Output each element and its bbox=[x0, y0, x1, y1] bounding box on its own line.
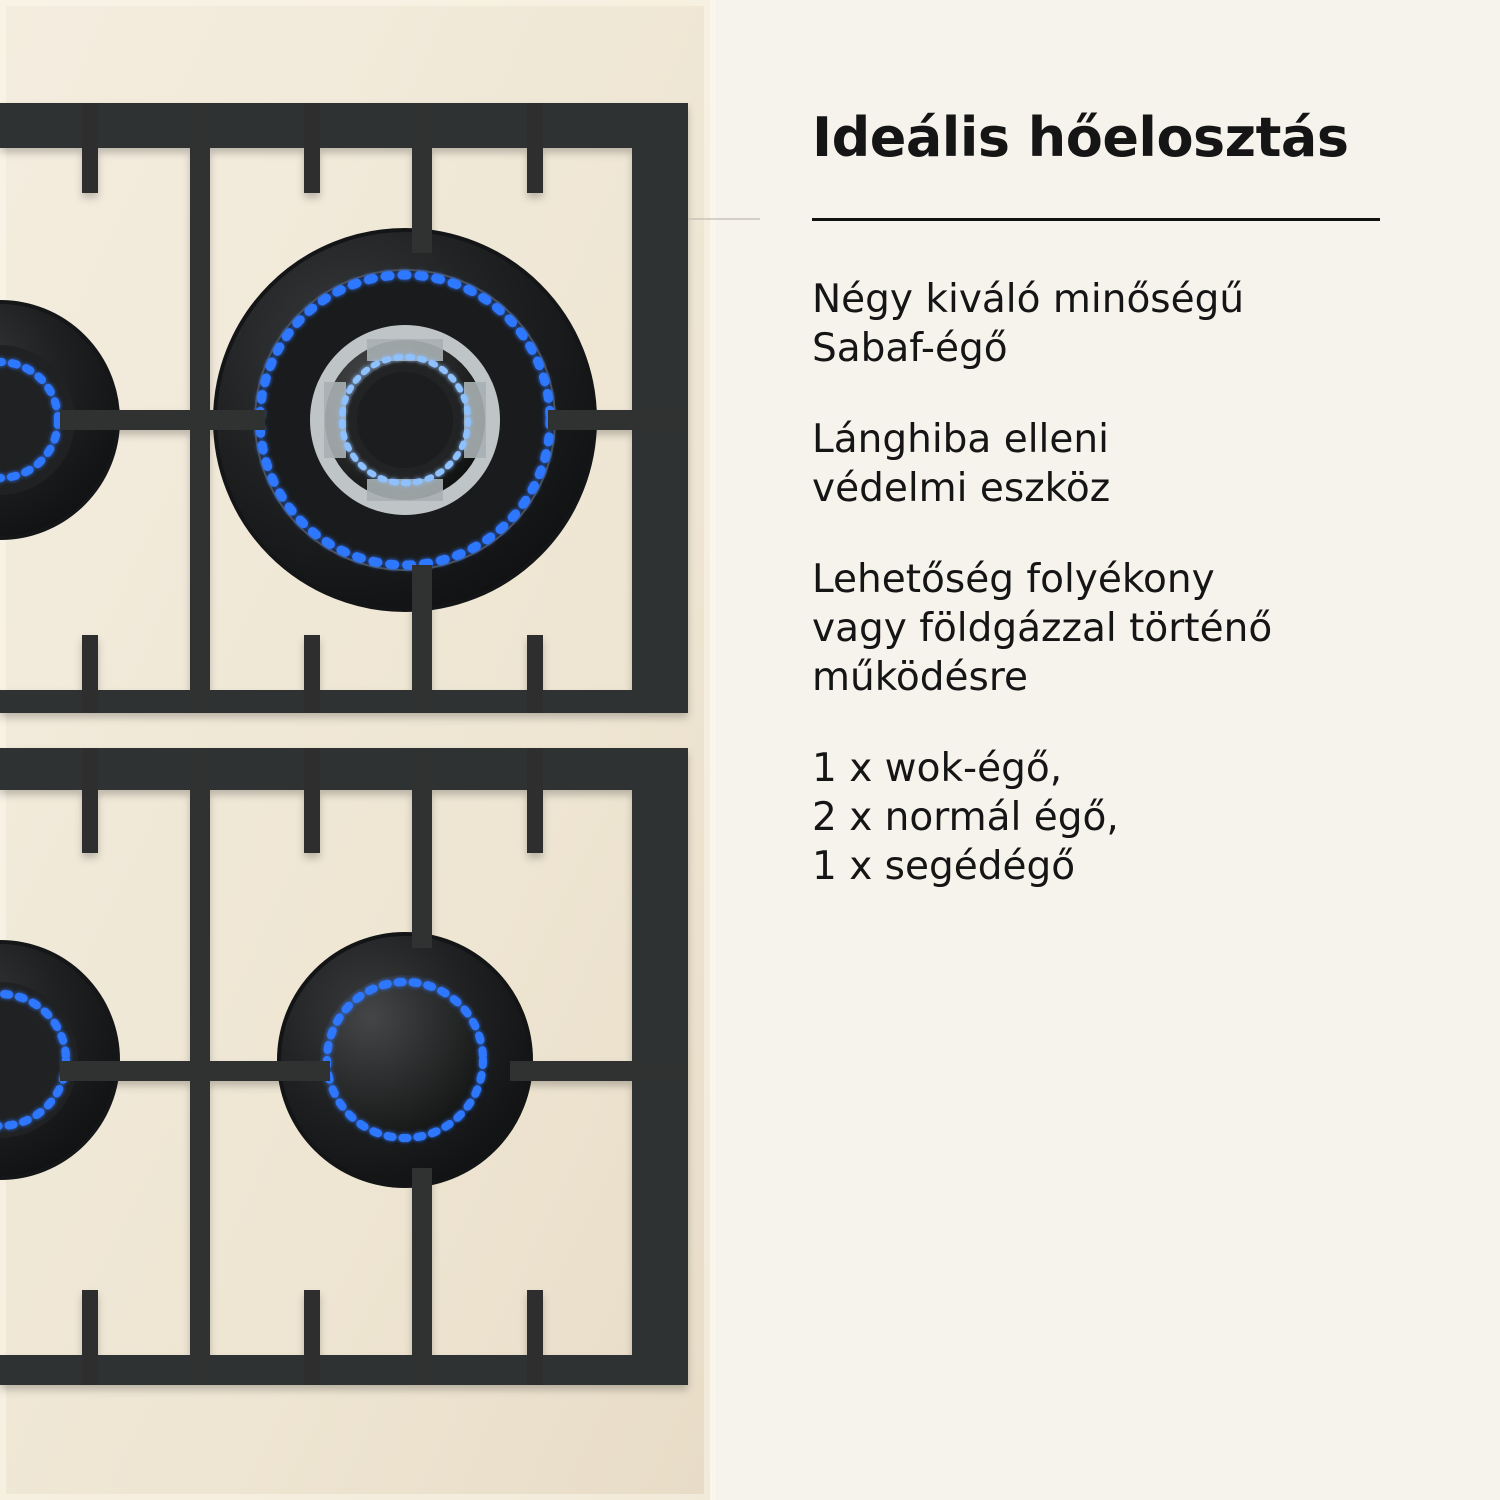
feature-sabaf-burners: Négy kiváló minőségű Sabaf-égő bbox=[812, 275, 1382, 373]
headline: Ideális hőelosztás bbox=[812, 106, 1349, 169]
wok-burner bbox=[213, 228, 597, 612]
feature-line: 1 x wok-égő, bbox=[812, 746, 1063, 791]
left-lower-burner bbox=[0, 940, 120, 1180]
feature-line: 2 x normál égő, bbox=[812, 795, 1119, 840]
feature-flame-failure-device: Lánghiba elleni védelmi eszköz bbox=[812, 415, 1382, 513]
gas-cooktop-illustration bbox=[0, 0, 760, 1500]
grate-overlay-lower bbox=[60, 748, 688, 1385]
feature-line: Lánghiba elleni bbox=[812, 417, 1109, 462]
feature-line: Négy kiváló minőségű bbox=[812, 277, 1245, 322]
left-upper-burner bbox=[0, 300, 120, 540]
feature-gas-options: Lehetőség folyékony vagy földgázzal tört… bbox=[812, 555, 1382, 702]
cooktop-surface-light-edge bbox=[0, 0, 716, 1500]
headline-divider bbox=[812, 218, 1380, 221]
feature-burner-types: 1 x wok-égő, 2 x normál égő, 1 x segédég… bbox=[812, 744, 1382, 891]
feature-list: Négy kiváló minőségű Sabaf-égő Lánghiba … bbox=[812, 275, 1382, 933]
feature-line: Sabaf-égő bbox=[812, 326, 1008, 371]
feature-line: 1 x segédégő bbox=[812, 844, 1076, 889]
feature-text-panel: Ideális hőelosztás Négy kiváló minőségű … bbox=[812, 106, 1382, 889]
feature-line: védelmi eszköz bbox=[812, 466, 1111, 511]
feature-line: Lehetőség folyékony bbox=[812, 557, 1215, 602]
feature-line: vagy földgázzal történő bbox=[812, 606, 1273, 651]
grate-overlay-upper bbox=[60, 103, 688, 713]
right-lower-burner bbox=[277, 932, 533, 1188]
feature-line: működésre bbox=[812, 655, 1029, 700]
wok-inner-flame-ring bbox=[339, 354, 471, 486]
